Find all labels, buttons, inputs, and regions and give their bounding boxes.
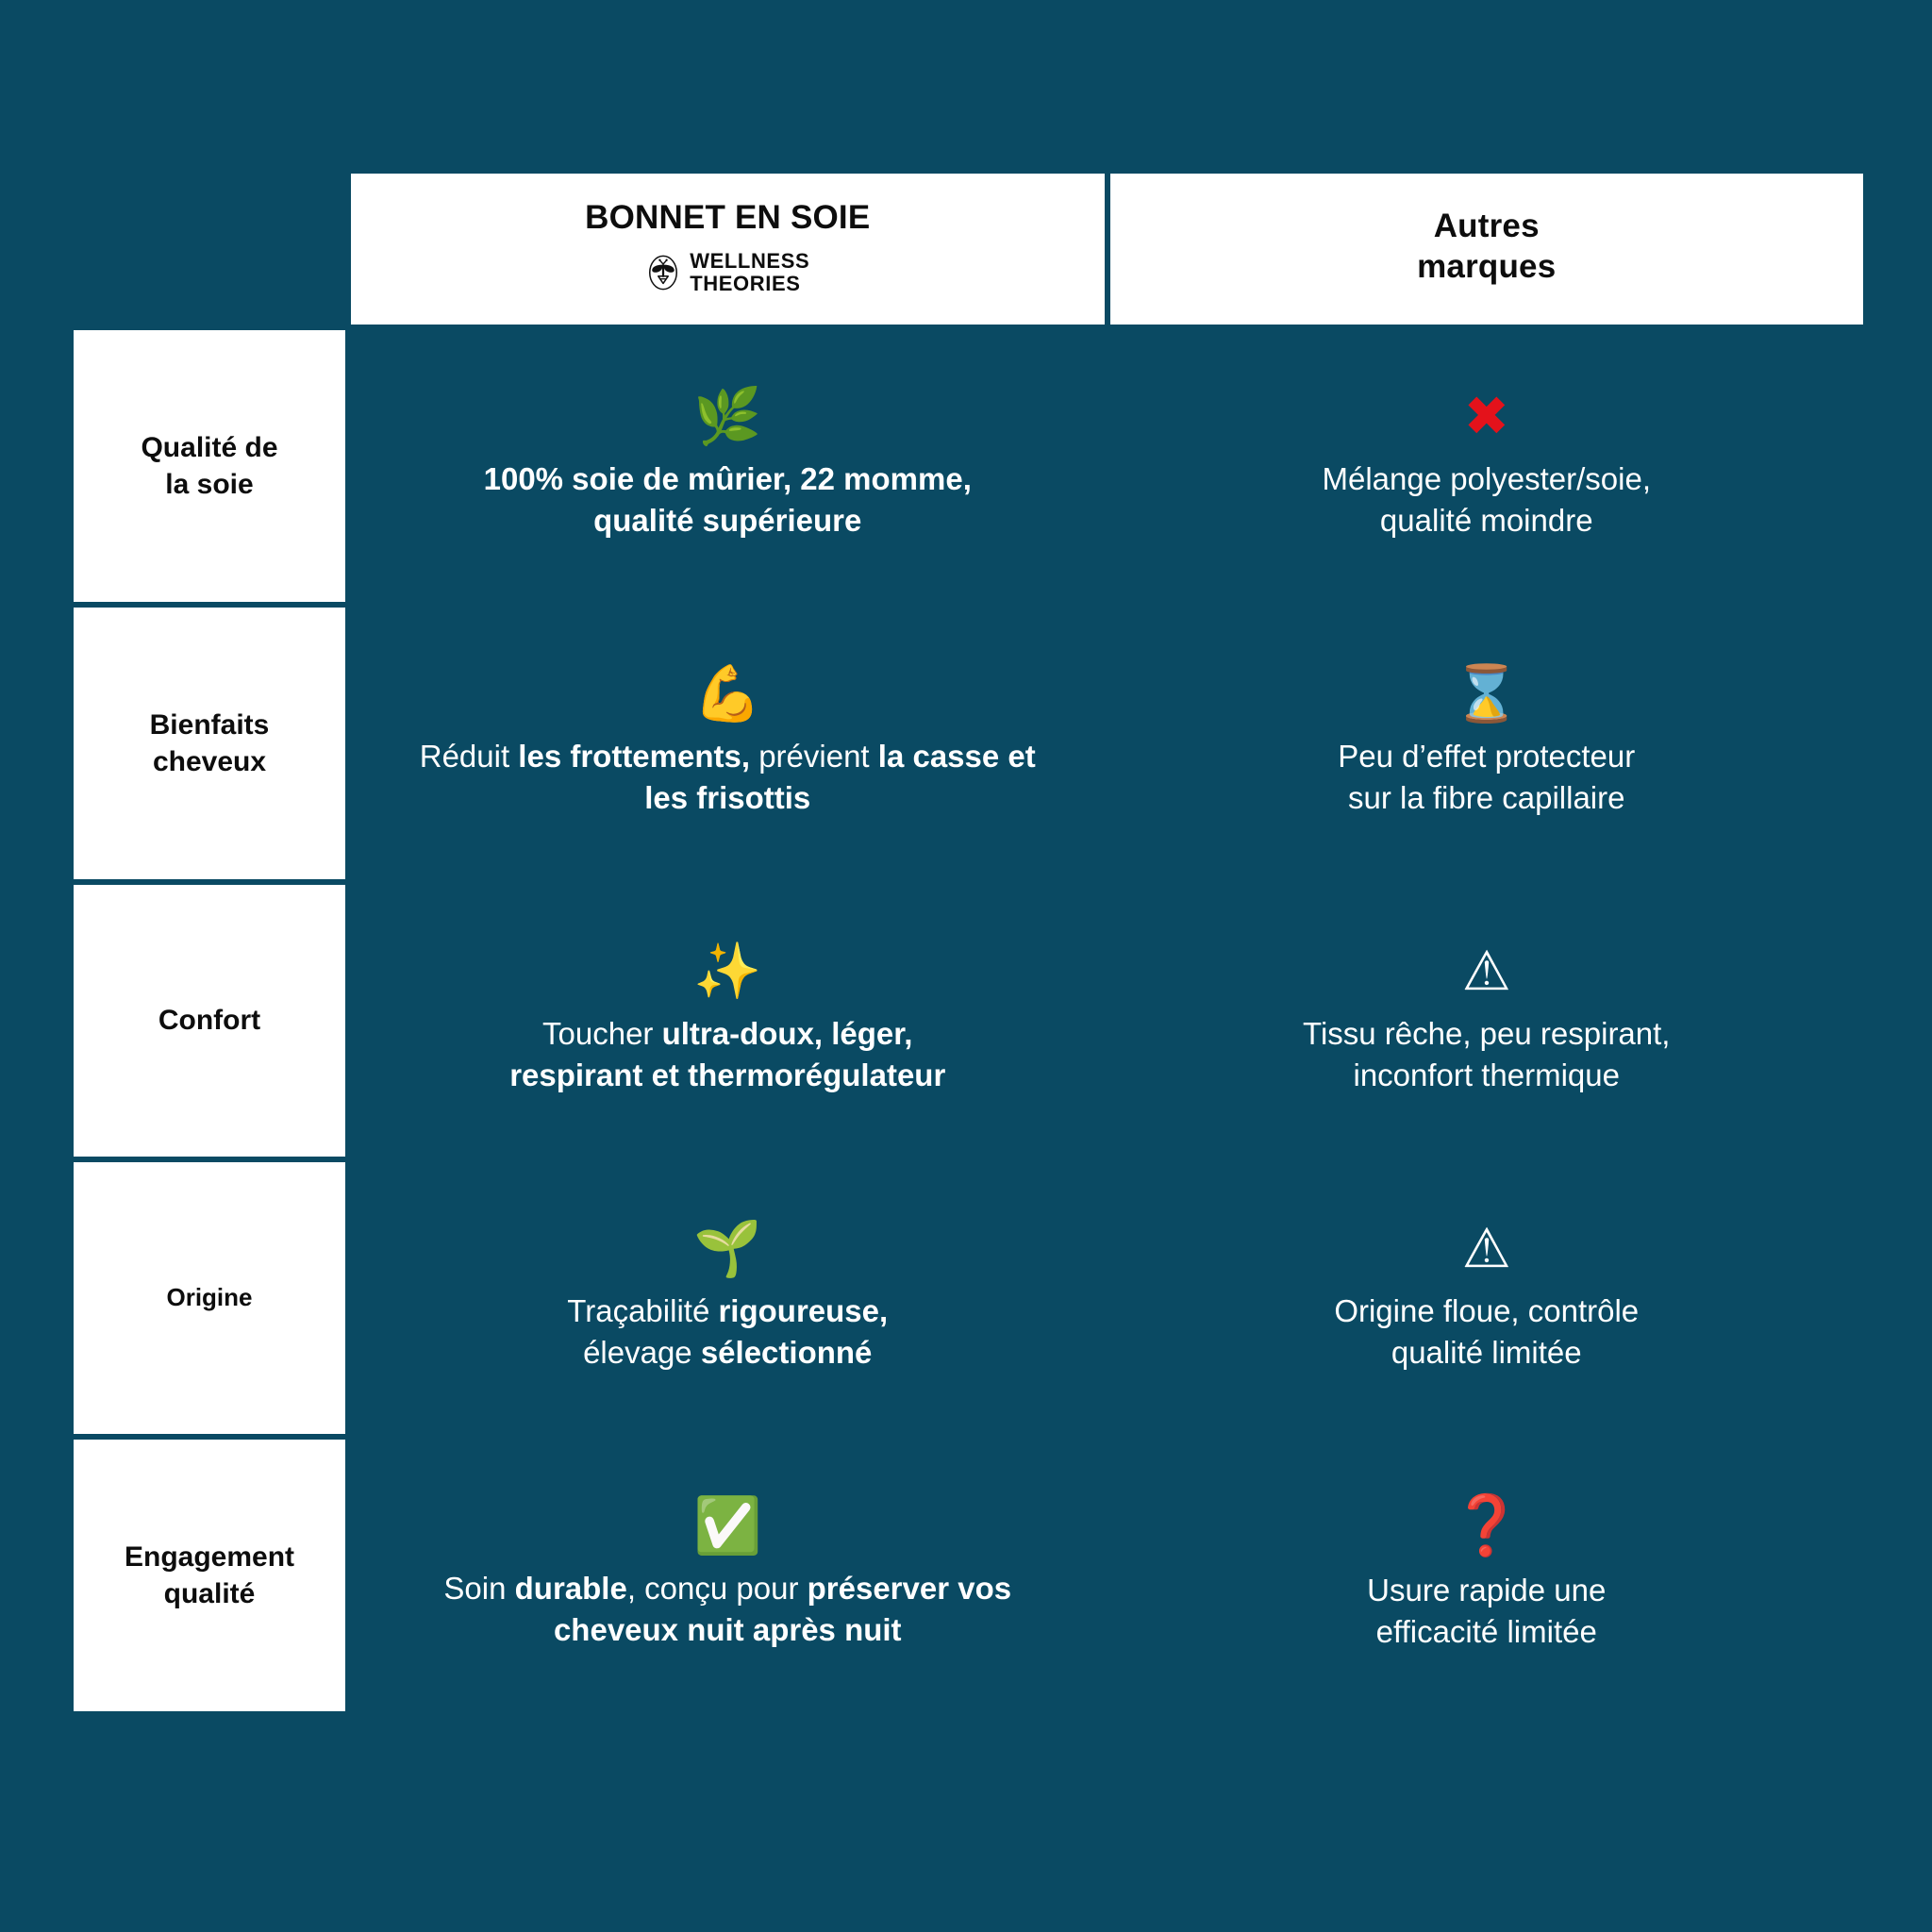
cell-text: Tissu rêche, peu respirant,inconfort the… xyxy=(1303,1016,1671,1092)
row-label: Confort xyxy=(158,1005,261,1037)
row-label: Engagement qualité xyxy=(124,1541,295,1609)
cell-text: Réduit les frottements, prévient la cass… xyxy=(419,739,1036,815)
red-question-mark-icon: ❓ xyxy=(1450,1491,1524,1560)
header-cell-product: BONNET EN SOIE WELLNESS THEORIES xyxy=(351,174,1105,325)
herb-leaf-icon: 🌿 xyxy=(693,384,762,449)
product-column-title: BONNET EN SOIE xyxy=(585,199,871,236)
cell-text: 100% soie de mûrier, 22 momme,qualité su… xyxy=(483,461,972,538)
comparison-table: BONNET EN SOIE WELLNESS THEORIES Autres ma… xyxy=(74,174,1863,1711)
cell-text: Soin durable, conçu pour préserver vos c… xyxy=(443,1571,1012,1647)
row-label-cell: Engagement qualité xyxy=(74,1439,345,1711)
warning-triangle-icon: ⚠ xyxy=(1461,1216,1511,1281)
row-label-cell: Origine xyxy=(74,1161,345,1434)
cell-product: ✅ Soin durable, conçu pour préserver vos … xyxy=(351,1439,1105,1711)
brand-name: WELLNESS THEORIES xyxy=(690,248,810,296)
row-label: Bienfaits cheveux xyxy=(149,708,270,777)
header-cell-competitor: Autres marques xyxy=(1109,174,1863,325)
cell-text: Toucher ultra-doux, léger,respirant et t… xyxy=(509,1016,946,1092)
cross-mark-icon: ✖ xyxy=(1463,384,1510,449)
cell-product: 💪 Réduit les frottements, prévient la cas… xyxy=(351,607,1105,879)
row-label-cell: Confort xyxy=(74,884,345,1157)
check-mark-button-icon: ✅ xyxy=(693,1493,762,1558)
hourglass-icon: ⌛ xyxy=(1452,661,1521,726)
row-label-cell: Bienfaits cheveux xyxy=(74,607,345,879)
cell-product: ✨ Toucher ultra-doux, léger,respirant et … xyxy=(351,884,1105,1157)
brand-lockup: WELLNESS THEORIES xyxy=(645,248,810,296)
competitor-column-title: Autres marques xyxy=(1417,208,1557,285)
cell-text: Mélange polyester/soie,qualité moindre xyxy=(1322,461,1652,538)
cell-product: 🌿 100% soie de mûrier, 22 momme,qualité s… xyxy=(351,329,1105,602)
cell-text: Traçabilité rigoureuse,élevage sélection… xyxy=(567,1293,889,1370)
row-label: Origine xyxy=(166,1283,253,1312)
cell-product: 🌱 Traçabilité rigoureuse,élevage sélectio… xyxy=(351,1161,1105,1434)
row-label: Qualité de la soie xyxy=(141,431,278,500)
seedling-icon: 🌱 xyxy=(693,1216,762,1281)
row-label-cell: Qualité de la soie xyxy=(74,329,345,602)
warning-triangle-icon: ⚠ xyxy=(1461,939,1511,1004)
flexed-biceps-icon: 💪 xyxy=(693,661,762,726)
sparkles-icon: ✨ xyxy=(693,939,762,1004)
bee-logo-icon xyxy=(645,254,681,291)
cell-competitor: ⚠ Tissu rêche, peu respirant,inconfort th… xyxy=(1109,884,1863,1157)
table-corner-spacer xyxy=(74,174,345,325)
cell-competitor: ✖ Mélange polyester/soie,qualité moindre xyxy=(1109,329,1863,602)
